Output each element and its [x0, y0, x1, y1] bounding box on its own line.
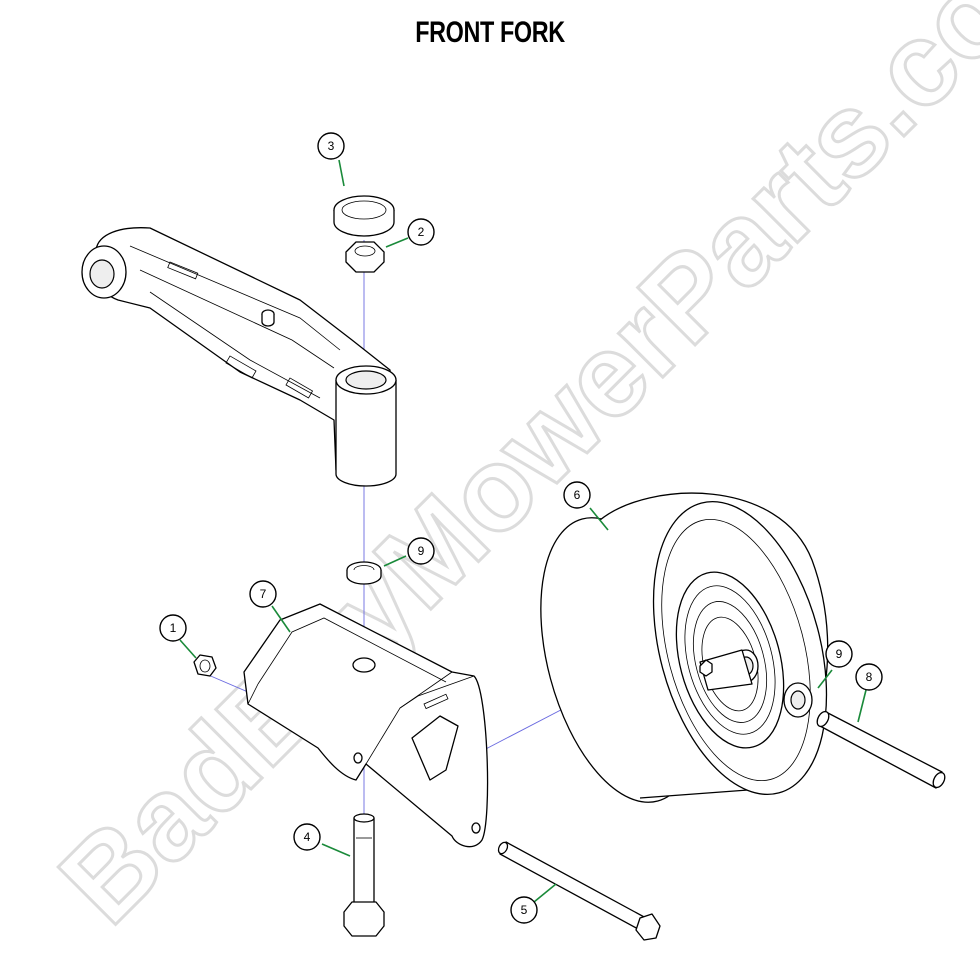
svg-text:9: 9	[418, 544, 425, 558]
callout-3: 3	[317, 132, 345, 160]
axle-nut-part	[193, 654, 217, 677]
callout-2: 2	[407, 218, 435, 246]
svg-text:2: 2	[418, 225, 425, 239]
spindle-bearing-part	[346, 561, 382, 585]
callout-6: 6	[563, 481, 591, 509]
callout-1: 1	[159, 614, 187, 642]
svg-text:1: 1	[170, 621, 177, 635]
wheel-bearing-part	[783, 682, 813, 718]
spindle-bolt-part	[343, 813, 385, 937]
svg-text:9: 9	[836, 647, 843, 661]
lock-nut-part	[345, 241, 385, 273]
svg-text:5: 5	[521, 903, 528, 917]
caster-wheel-part	[540, 492, 829, 803]
callout-4: 4	[293, 823, 321, 851]
svg-text:6: 6	[574, 488, 581, 502]
watermark: BadBoyMowerParts.com	[35, 0, 980, 948]
svg-text:3: 3	[328, 139, 335, 153]
axle-bolt-part	[497, 841, 661, 941]
callout-8: 8	[855, 663, 883, 691]
steering-arm	[81, 227, 397, 487]
svg-text:4: 4	[304, 830, 311, 844]
dust-cap-part	[333, 195, 395, 237]
callout-leaders	[179, 159, 867, 903]
svg-text:8: 8	[866, 670, 873, 684]
callout-9-wheel: 9	[825, 640, 853, 668]
callout-5: 5	[510, 896, 538, 924]
svg-text:7: 7	[260, 587, 267, 601]
spacer-tube-part	[816, 710, 946, 789]
page-title: FRONT FORK	[415, 16, 565, 49]
callout-7: 7	[249, 580, 277, 608]
front-fork-part	[243, 603, 489, 848]
callout-9-spindle: 9	[407, 537, 435, 565]
